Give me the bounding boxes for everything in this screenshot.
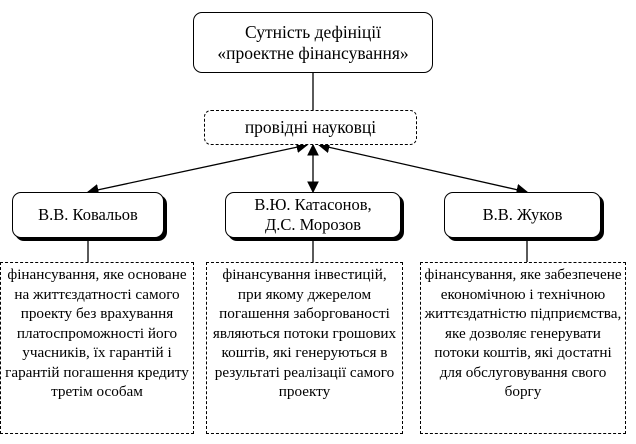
hub-right-arrow — [317, 141, 529, 196]
definition-box-center: фінансування інвестицій, при якому джере… — [206, 262, 403, 434]
hub-label: провідні науковці — [244, 117, 377, 137]
definition-text-left: фінансування, яке основане на життєздатн… — [5, 266, 189, 400]
root-concept-box: Сутність дефініції «проектне фінансуванн… — [193, 12, 433, 73]
scholar-name-center-line2: Д.С. Морозов — [264, 215, 362, 234]
hub-box: провідні науковці — [204, 110, 417, 145]
definition-box-left: фінансування, яке основане на життєздатн… — [0, 262, 194, 434]
root-title-line1: Сутність дефініції — [244, 21, 382, 42]
scholar-name-right: В.В. Жуков — [482, 205, 563, 224]
definition-box-right: фінансування, яке забезпечене економічно… — [420, 262, 626, 434]
hub-left-arrow — [86, 141, 309, 196]
scholar-box-left: В.В. Ковальов — [12, 192, 164, 238]
root-title-line2: «проектне фінансування» — [217, 42, 409, 63]
scholar-name-left: В.В. Ковальов — [38, 205, 138, 224]
scholar-name-center-line1: В.Ю. Катасонов, — [254, 195, 372, 214]
definition-text-right: фінансування, яке забезпечене економічно… — [424, 266, 622, 400]
scholar-box-right: В.В. Жуков — [444, 192, 601, 238]
scholar-box-center: В.Ю. Катасонов, Д.С. Морозов — [225, 192, 401, 238]
definition-text-center: фінансування інвестицій, при якому джере… — [212, 266, 397, 400]
